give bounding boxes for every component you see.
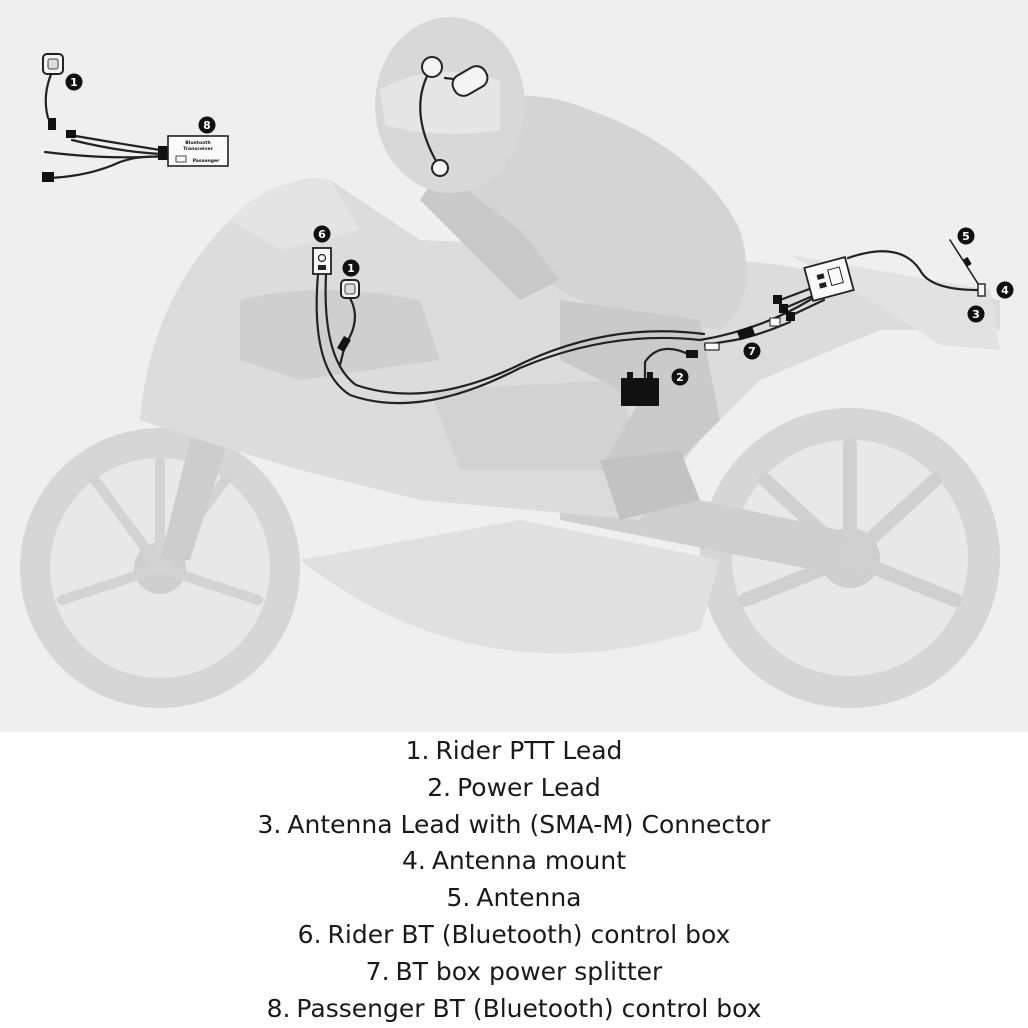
marker-1-middle: 1 bbox=[342, 259, 360, 277]
svg-text:6: 6 bbox=[318, 228, 326, 241]
antenna bbox=[949, 239, 983, 291]
legend-number: 3. bbox=[257, 809, 282, 839]
legend-label: BT box power splitter bbox=[395, 956, 663, 986]
connector-icon bbox=[42, 172, 54, 182]
legend-number: 1. bbox=[405, 736, 430, 765]
motorcycle-wiring-illustration: Bluetooth Transceiver Passenger 1 8 6 bbox=[20, 17, 1014, 708]
legend-label: Antenna Lead with (SMA-M) Connector bbox=[287, 809, 771, 839]
marker-8: 8 bbox=[198, 116, 216, 134]
marker-2: 2 bbox=[671, 368, 689, 386]
legend-label: Power Lead bbox=[457, 772, 601, 802]
legend-number: 4. bbox=[401, 846, 426, 876]
passenger-box-line1: Bluetooth bbox=[185, 140, 210, 146]
headset-mic-icon bbox=[431, 159, 449, 177]
antenna-mount-icon bbox=[977, 283, 986, 297]
legend-item-2: 2.Power Lead bbox=[0, 770, 1028, 807]
power-splitter bbox=[736, 325, 756, 341]
svg-text:2: 2 bbox=[676, 371, 684, 384]
connector-icon bbox=[704, 342, 720, 351]
marker-4: 4 bbox=[996, 281, 1014, 299]
battery-icon bbox=[621, 378, 659, 406]
legend-number: 6. bbox=[297, 919, 322, 949]
svg-text:3: 3 bbox=[972, 308, 980, 321]
power-lead-wire bbox=[643, 347, 692, 380]
connector-icon bbox=[773, 295, 782, 304]
headset-speaker-icon bbox=[421, 56, 443, 78]
legend-item-6: 6.Rider BT (Bluetooth) control box bbox=[0, 917, 1028, 954]
connector-icon bbox=[48, 118, 56, 130]
marker-3: 3 bbox=[967, 305, 985, 323]
antenna-lead-wire bbox=[846, 250, 980, 292]
svg-text:7: 7 bbox=[748, 345, 756, 358]
legend-item-1: 1.Rider PTT Lead bbox=[0, 733, 1028, 770]
legend-list: 1.Rider PTT Lead 2.Power Lead 3.Antenna … bbox=[0, 733, 1028, 1028]
legend-item-7: 7.BT box power splitter bbox=[0, 954, 1028, 991]
legend-number: 5. bbox=[446, 883, 471, 913]
marker-1-top: 1 bbox=[65, 73, 83, 91]
components bbox=[42, 53, 986, 406]
connector-icon bbox=[66, 130, 76, 138]
legend-item-4: 4.Antenna mount bbox=[0, 843, 1028, 880]
headset-clip-icon bbox=[451, 65, 489, 97]
passenger-box-line2: Transceiver bbox=[183, 146, 214, 152]
marker-5: 5 bbox=[957, 227, 975, 245]
passenger-box-line3: Passenger bbox=[193, 158, 221, 164]
connector-icon bbox=[686, 350, 698, 358]
main-harness bbox=[315, 268, 842, 405]
legend-number: 2. bbox=[427, 772, 452, 802]
svg-text:1: 1 bbox=[70, 76, 78, 89]
rear-control-box bbox=[803, 256, 855, 302]
legend-label: Passenger BT (Bluetooth) control box bbox=[296, 993, 762, 1023]
svg-text:1: 1 bbox=[347, 262, 355, 275]
legend-item-5: 5.Antenna bbox=[0, 880, 1028, 917]
marker-6: 6 bbox=[313, 225, 331, 243]
legend-label: Rider BT (Bluetooth) control box bbox=[327, 919, 731, 949]
passenger-bt-box bbox=[167, 135, 229, 167]
connector-icon bbox=[158, 146, 168, 160]
legend-label: Rider PTT Lead bbox=[435, 736, 623, 765]
svg-text:5: 5 bbox=[962, 230, 970, 243]
legend-label: Antenna bbox=[476, 883, 582, 913]
legend-label: Antenna mount bbox=[431, 846, 627, 876]
connector-icon bbox=[337, 335, 351, 353]
legend-item-8: 8.Passenger BT (Bluetooth) control box bbox=[0, 991, 1028, 1028]
connector-icon bbox=[769, 317, 781, 327]
legend-number: 8. bbox=[266, 993, 291, 1023]
svg-text:8: 8 bbox=[203, 119, 211, 132]
rider-silhouette bbox=[375, 17, 747, 520]
legend-item-3: 3.Antenna Lead with (SMA-M) Connector bbox=[0, 807, 1028, 844]
legend-number: 7. bbox=[365, 956, 390, 986]
marker-7: 7 bbox=[743, 342, 761, 360]
svg-text:4: 4 bbox=[1001, 284, 1009, 297]
wiring-diagram: Bluetooth Transceiver Passenger 1 8 6 bbox=[0, 0, 1028, 732]
number-markers: 1 8 6 1 2 bbox=[65, 73, 1014, 386]
